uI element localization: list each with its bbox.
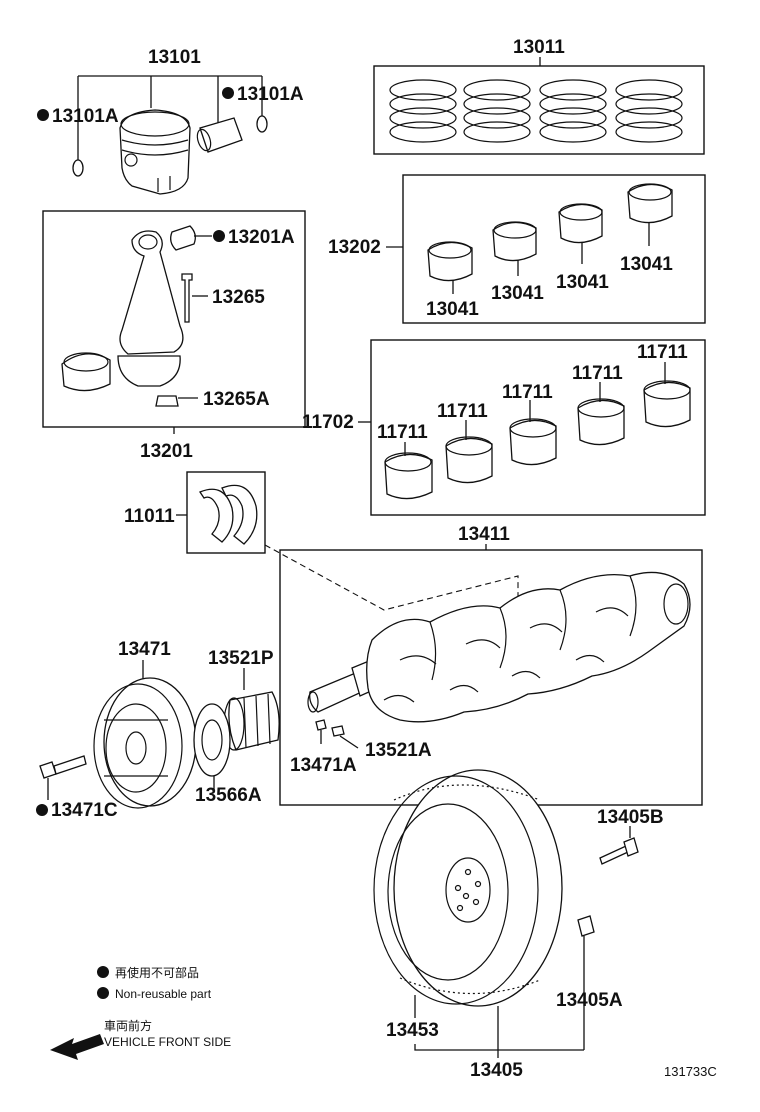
legend-text-en: Non-reusable part [115,987,212,1001]
rod-bushing[interactable] [170,225,196,251]
rod-cap[interactable] [117,355,181,387]
diagram-reference: 131733C [664,1064,717,1079]
crankshaft-group: 13411 13471A 13521A [279,524,703,806]
label-11011[interactable]: 11011 [124,506,175,527]
timing-gear-group: 13521P 13566A [193,648,280,806]
front-direction-indicator: 車両前方 VEHICLE FRONT SIDE [50,1018,231,1060]
non-reusable-marker [36,804,48,816]
legend-text-jp: 再使用不可部品 [115,965,199,980]
label-13265A[interactable]: 13265A [203,389,270,410]
flywheel[interactable] [373,769,563,1007]
label-13041-b[interactable]: 13041 [491,283,544,304]
label-13101[interactable]: 13101 [148,47,201,68]
label-13405A[interactable]: 13405A [556,990,623,1011]
pulley-bolt-shank[interactable] [53,755,87,775]
front-arrow-icon [50,1034,104,1060]
thrust-washer-box [186,471,266,554]
crankshaft[interactable] [307,571,691,723]
label-11711-e[interactable]: 11711 [637,342,688,363]
flywheel-group: 13405B 13405A 13453 13405 [373,769,664,1081]
non-reusable-marker [213,230,225,242]
snap-ring-left[interactable] [72,159,84,177]
rod-bearing-box [402,174,706,324]
ring-stack[interactable] [389,79,683,143]
snap-ring-right[interactable] [256,115,268,133]
rod-bearing-halves[interactable] [427,183,673,282]
label-11702[interactable]: 11702 [302,412,354,433]
direction-text-en: VEHICLE FRONT SIDE [104,1035,231,1049]
label-11711-b[interactable]: 11711 [437,401,488,422]
pulley-group: 13471 13471C [36,639,197,821]
connecting-rod[interactable] [119,230,184,355]
signal-plate[interactable] [193,703,231,777]
label-13011[interactable]: 13011 [513,37,565,58]
piston-pin[interactable] [199,117,243,153]
label-13405[interactable]: 13405 [470,1060,523,1081]
non-reusable-marker [222,87,234,99]
label-13041-a[interactable]: 13041 [426,299,479,320]
label-13101A-right[interactable]: 13101A [237,84,304,105]
label-11711-a[interactable]: 11711 [377,422,428,443]
legend-marker [97,966,109,978]
rod-bearing[interactable] [61,353,111,392]
label-13521A[interactable]: 13521A [365,740,432,761]
connecting-rod-group: 13201A 13265 13265A 13201 [42,210,306,462]
timing-gear[interactable] [223,691,280,751]
label-13265[interactable]: 13265 [212,287,265,308]
label-13405B[interactable]: 13405B [597,807,664,828]
piston-ring-set: 13011 [373,37,705,155]
label-13201A[interactable]: 13201A [228,227,295,248]
legend-marker [97,987,109,999]
flywheel-bolt[interactable] [599,845,629,865]
label-13566A[interactable]: 13566A [195,785,262,806]
label-13521P[interactable]: 13521P [208,648,274,669]
ring-set-box [373,65,705,155]
flywheel-bolt-head[interactable] [623,837,639,857]
rod-bearing-set: 13202 13041 13041 13041 13041 [328,174,706,324]
rod-bolt[interactable] [181,273,193,323]
thrust-washers[interactable] [199,484,258,545]
crankshaft-pulley[interactable] [93,677,197,809]
label-13101A-left[interactable]: 13101A [52,106,119,127]
main-bearing-halves[interactable] [384,380,691,500]
label-13041-d[interactable]: 13041 [620,254,673,275]
label-13453[interactable]: 13453 [386,1020,439,1041]
label-11711-d[interactable]: 11711 [572,363,623,384]
flywheel-pin[interactable] [577,915,595,937]
label-13471[interactable]: 13471 [118,639,171,660]
main-bearing-set: 11702 11711 11711 11711 11711 11711 [302,339,706,516]
rod-nut[interactable] [155,395,179,407]
crank-key-a[interactable] [315,719,327,731]
label-13471C[interactable]: 13471C [51,800,118,821]
label-13411[interactable]: 13411 [458,524,510,545]
crank-key-b[interactable] [331,725,345,737]
direction-text-jp: 車両前方 [104,1018,152,1033]
pulley-bolt-head[interactable] [39,761,57,779]
label-13201[interactable]: 13201 [140,441,193,462]
label-11711-c[interactable]: 11711 [502,382,553,403]
label-13041-c[interactable]: 13041 [556,272,609,293]
main-bearing-box [370,339,706,516]
piston-body[interactable] [119,109,191,195]
non-reusable-marker [37,109,49,121]
piston-group: 13101 13101A 13101A [37,47,304,195]
legend: 再使用不可部品 Non-reusable part [97,965,212,1001]
label-13202[interactable]: 13202 [328,237,381,258]
label-13471A[interactable]: 13471A [290,755,357,776]
